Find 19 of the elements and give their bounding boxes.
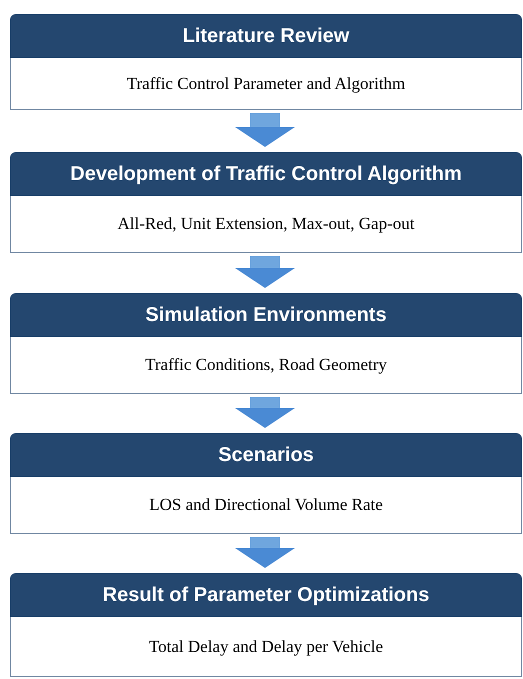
stage-header: Result of Parameter Optimizations bbox=[10, 573, 522, 617]
stage-header: Literature Review bbox=[10, 14, 522, 58]
down-arrow bbox=[235, 113, 295, 147]
stage-header: Simulation Environments bbox=[10, 293, 522, 337]
process-stage bbox=[10, 573, 522, 677]
stage-description: Traffic Conditions, Road Geometry bbox=[10, 337, 522, 394]
stage-header: Development of Traffic Control Algorithm bbox=[10, 152, 522, 196]
process-stage bbox=[10, 152, 522, 253]
stage-description: LOS and Directional Volume Rate bbox=[10, 477, 522, 534]
stage-description: Total Delay and Delay per Vehicle bbox=[10, 617, 522, 677]
down-arrow bbox=[235, 397, 295, 428]
down-arrow bbox=[235, 256, 295, 288]
process-stage bbox=[10, 14, 522, 110]
process-stage bbox=[10, 293, 522, 394]
stage-description: Traffic Control Parameter and Algorithm bbox=[10, 58, 522, 110]
process-stage bbox=[10, 433, 522, 534]
down-arrow bbox=[235, 537, 295, 568]
stage-header: Scenarios bbox=[10, 433, 522, 477]
stage-description: All-Red, Unit Extension, Max-out, Gap-out bbox=[10, 196, 522, 253]
